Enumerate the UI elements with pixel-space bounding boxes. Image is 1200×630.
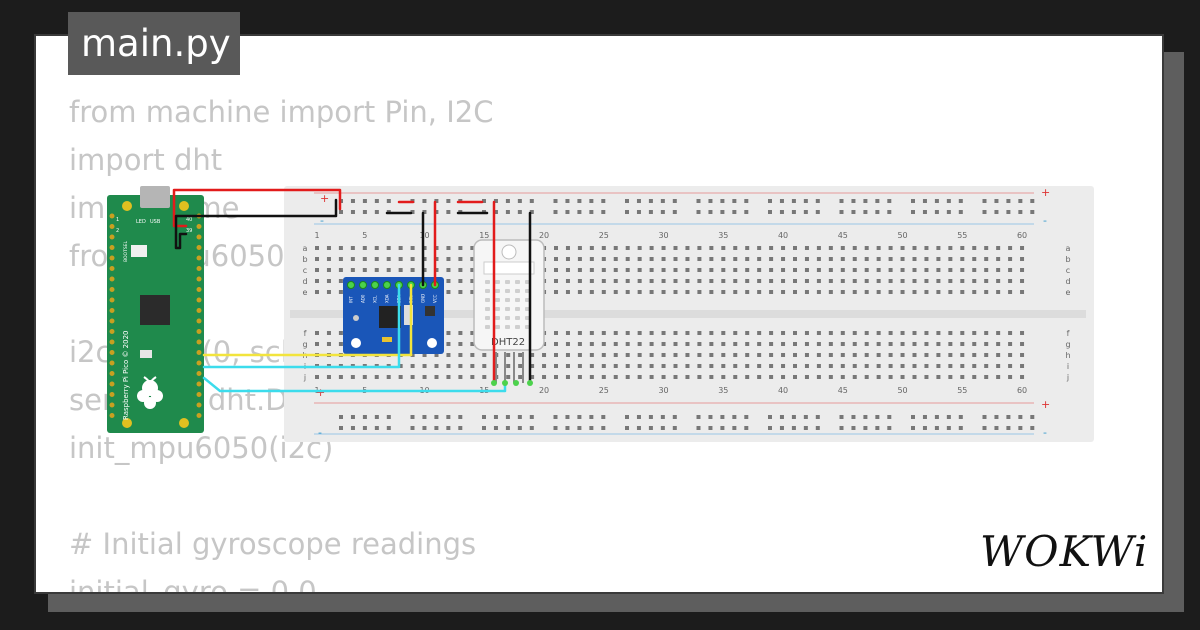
row-letter: i (1067, 362, 1069, 371)
raspberry-pi-pico[interactable]: USB LED 1 2 39 40 BOOTSEL Raspberry Pi P… (107, 186, 204, 433)
debug-header (140, 350, 152, 358)
column-number: 5 (362, 231, 367, 240)
column-number: 40 (778, 386, 788, 395)
mpu-pin-label: XCL (373, 295, 378, 303)
column-number: 45 (838, 231, 848, 240)
column-number: 60 (1017, 386, 1027, 395)
mpu-pin-label: INT (349, 296, 354, 303)
row-letter: a (303, 244, 308, 253)
wire-black-gnd (174, 198, 338, 250)
rail-minus-bottom-left: - (318, 426, 322, 439)
mpu-pin-label: AD0 (361, 294, 366, 303)
row-letter: g (1065, 340, 1070, 349)
wokwi-logo[interactable]: WOKWi (978, 522, 1152, 578)
column-number: 10 (419, 231, 429, 240)
column-number: 25 (599, 231, 609, 240)
column-number: 1 (314, 231, 319, 240)
mpu-pin-label: VCC (433, 294, 438, 303)
row-letter: a (1066, 244, 1071, 253)
rp2040-chip-icon (140, 295, 170, 325)
pico-pins (109, 213, 202, 418)
mount-hole (179, 201, 189, 211)
pin-1-label: 1 (116, 217, 119, 223)
column-number: 30 (658, 386, 668, 395)
column-number: 25 (599, 386, 609, 395)
led-label: LED (136, 219, 146, 225)
mpu-component (425, 306, 435, 316)
row-letter: j (1066, 373, 1069, 382)
rail-plus-top-right: + (1041, 186, 1050, 199)
column-number: 55 (957, 231, 967, 240)
bootsel-label: BOOTSEL (123, 240, 129, 262)
row-letter: b (302, 255, 307, 264)
row-letter: d (302, 277, 307, 286)
code-line: from machine import Pin, I2C (69, 95, 494, 129)
rail-plus-bottom: + (1041, 398, 1050, 411)
column-number: 55 (957, 386, 967, 395)
row-letter: j (303, 373, 306, 382)
mpu-pin-label: GND (421, 294, 426, 303)
row-letter: h (1065, 351, 1070, 360)
rail-minus-top: - (320, 214, 324, 227)
row-letter: e (303, 288, 308, 297)
mount-hole (122, 201, 132, 211)
code-line: # Initial gyroscope readings (69, 527, 477, 561)
row-letter: b (1065, 255, 1070, 264)
usb-connector (140, 186, 170, 208)
column-number: 45 (838, 386, 848, 395)
mpu-capacitor (382, 337, 392, 342)
bootsel-button[interactable] (131, 245, 147, 257)
rail-minus-top-right: - (1043, 214, 1047, 227)
wire-red-vbus (172, 188, 342, 228)
wires[interactable] (172, 188, 532, 393)
dht22-sensor[interactable]: DHT22 (473, 239, 545, 383)
row-letter: f (1067, 329, 1070, 338)
wire-yellow-sda (202, 283, 413, 357)
row-letter: e (1066, 288, 1071, 297)
rail-plus-bottom-left: + (316, 386, 325, 399)
column-number: 40 (778, 231, 788, 240)
column-number: 35 (718, 231, 728, 240)
mount-hole (179, 418, 189, 428)
code-line: initial_gyro = 0.0 (69, 575, 317, 594)
column-number: 20 (539, 386, 549, 395)
raspberry-logo-icon (137, 376, 163, 409)
pin-39-label: 39 (186, 228, 192, 234)
wire-cyan-scl (202, 283, 401, 369)
column-number: 20 (539, 231, 549, 240)
rail-minus-bottom: - (1043, 426, 1047, 439)
mount-hole (122, 418, 132, 428)
column-number: 50 (897, 386, 907, 395)
file-tab[interactable]: main.py (68, 12, 240, 75)
column-number: 15 (479, 231, 489, 240)
column-number: 60 (1017, 231, 1027, 240)
mpu-chip-icon (379, 306, 401, 328)
board-silkscreen: Raspberry Pi Pico © 2020 (122, 331, 130, 421)
row-letter: c (303, 266, 307, 275)
column-number: 30 (658, 231, 668, 240)
wokwi-logo-text: WOKWi (980, 527, 1148, 576)
wire-cyan-dht-data (202, 376, 507, 393)
wire-endpoints (491, 380, 533, 386)
code-line: import dht (69, 143, 223, 177)
row-letter: f (304, 329, 307, 338)
row-letter: g (302, 340, 307, 349)
mpu-pin-label: XDA (385, 294, 390, 303)
rail-plus-top: + (320, 192, 329, 205)
pin-40-label: 40 (186, 217, 192, 223)
usb-label: USB (150, 219, 161, 225)
pin-2-label: 2 (116, 228, 119, 234)
row-letter: c (1066, 266, 1070, 275)
column-number: 35 (718, 386, 728, 395)
row-letter: d (1065, 277, 1070, 286)
column-number: 50 (897, 231, 907, 240)
mpu-regulator (404, 305, 413, 325)
dht22-label: DHT22 (491, 337, 525, 348)
